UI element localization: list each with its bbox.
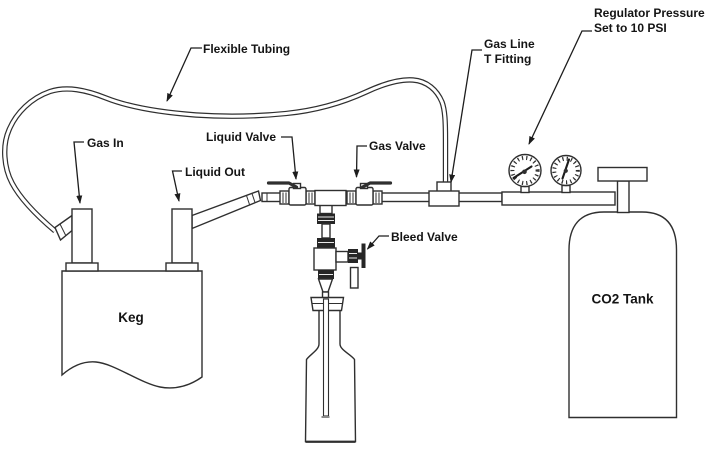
bleed-outlet-tube: [349, 266, 359, 289]
bottle: [304, 309, 357, 443]
label-set-to-psi: Set to 10 PSI: [594, 21, 667, 35]
leader-liquid-out: [171, 170, 182, 202]
gas-in-flange: [65, 262, 99, 272]
label-gas-in: Gas In: [87, 136, 124, 150]
bleed-valve-fitting: [348, 249, 358, 263]
leader-t-fitting: [449, 49, 482, 183]
leader-regulator: [528, 30, 592, 145]
label-t-fitting: T Fitting: [484, 52, 531, 66]
t-fitting-body: [428, 190, 460, 207]
label-flexible-tubing: Flexible Tubing: [203, 42, 290, 56]
gas-line-t-fitting: [428, 181, 460, 207]
gas-valve: [346, 181, 393, 206]
leader-flexible-tubing: [166, 47, 202, 102]
liquid-out-post: [171, 208, 193, 264]
coupling-nut-2: [317, 238, 335, 248]
bleed-valve-stem: [358, 252, 362, 260]
liquid-out-tube: [191, 190, 262, 230]
gas-valve-nut-left: [346, 190, 357, 205]
label-liquid-valve: Liquid Valve: [206, 130, 276, 144]
leader-gas-in: [73, 141, 84, 204]
gas-in-elbow: [54, 214, 73, 242]
gas-valve-nut-right: [372, 190, 383, 205]
regulator-body: [501, 191, 616, 206]
leader-liquid-valve: [281, 136, 299, 180]
keg: Keg: [54, 190, 262, 389]
label-liquid-out: Liquid Out: [185, 165, 245, 179]
regulator: [501, 153, 616, 206]
keg-label: Keg: [118, 310, 144, 325]
liquid-valve-nut-right: [305, 190, 316, 205]
pressure-gauge-left: [508, 153, 542, 188]
filler-tube: [322, 298, 330, 417]
label-gas-valve: Gas Valve: [369, 139, 426, 153]
center-t-body: [314, 189, 347, 207]
leader-bleed-valve: [366, 235, 389, 250]
gas-in-post: [71, 208, 93, 264]
taper-cone: [317, 278, 334, 293]
keg-body: [61, 270, 203, 389]
tank-valve-handwheel: [597, 166, 648, 182]
liquid-out-flange: [165, 262, 199, 272]
bleed-branch: [335, 250, 349, 263]
tank-neck: [616, 180, 630, 214]
label-regulator-pressure: Regulator Pressure: [594, 6, 705, 20]
gas-valve-body: [355, 186, 374, 206]
bottle-outline: [304, 309, 357, 443]
co2-tank: CO2 Tank: [568, 166, 678, 419]
pressure-gauge-right: [550, 154, 582, 187]
gas-valve-handle: [360, 181, 393, 189]
bleed-valve: [348, 243, 366, 289]
liquid-valve-body: [288, 186, 307, 206]
coupling-nut-1: [317, 213, 335, 224]
filler-assembly: [310, 189, 366, 418]
label-bleed-valve: Bleed Valve: [391, 230, 458, 244]
liquid-valve: [266, 181, 316, 206]
liquid-valve-nut-left: [279, 190, 290, 205]
callout-labels: Flexible Tubing Gas In Liquid Out Liquid…: [87, 6, 705, 244]
bleed-t-body: [313, 247, 337, 271]
co2-tank-label: CO2 Tank: [591, 292, 654, 307]
liquid-valve-handle: [266, 181, 299, 189]
leader-gas-valve: [353, 145, 367, 178]
bleed-valve-handle: [361, 243, 366, 268]
label-gas-line: Gas Line: [484, 37, 535, 51]
flexible-tubing: [2, 77, 449, 234]
co2-tank-body: [568, 211, 678, 419]
leader-lines: [73, 30, 592, 250]
connector-tube: [321, 223, 331, 239]
